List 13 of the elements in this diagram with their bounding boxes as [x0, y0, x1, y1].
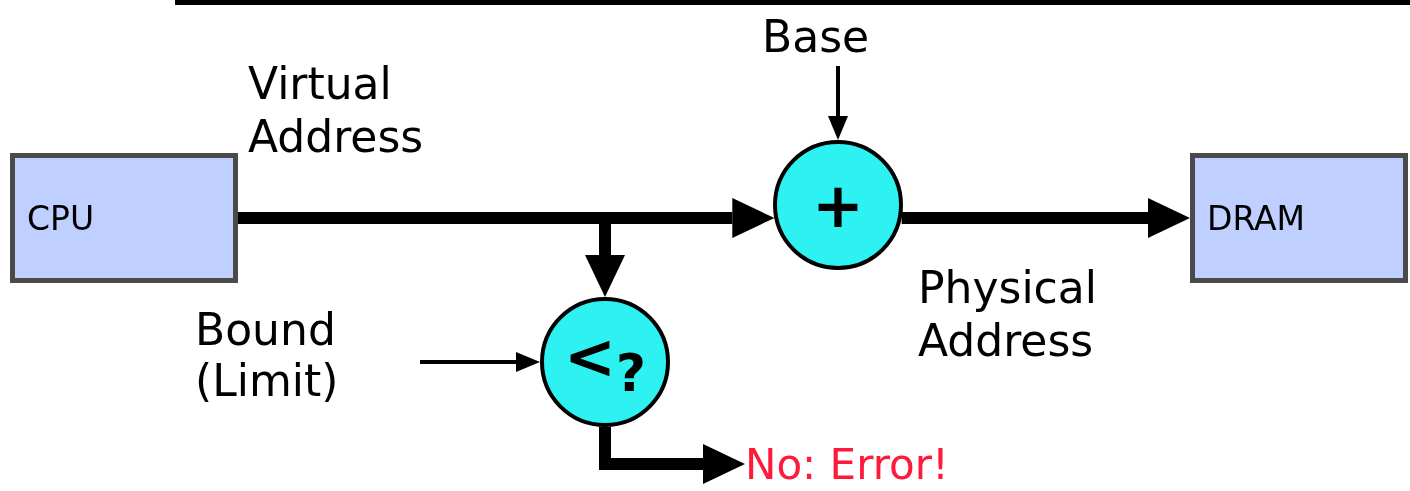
- operator-circle: +: [773, 140, 903, 270]
- arrow: [901, 198, 1190, 238]
- component-box: CPU: [10, 153, 238, 283]
- operator-circle: <$_{?}$: [540, 297, 670, 427]
- arrow: [420, 352, 540, 372]
- arrow: [828, 66, 848, 140]
- edge-label: Virtual Address: [248, 58, 425, 164]
- arrow: [599, 427, 745, 484]
- bare-label: Bound (Limit): [195, 295, 420, 417]
- bare-label: Base: [762, 8, 922, 66]
- edge-label: Physical Address: [918, 262, 1098, 368]
- component-box: DRAM: [1190, 153, 1408, 283]
- error-text: No: Error!: [745, 437, 1065, 491]
